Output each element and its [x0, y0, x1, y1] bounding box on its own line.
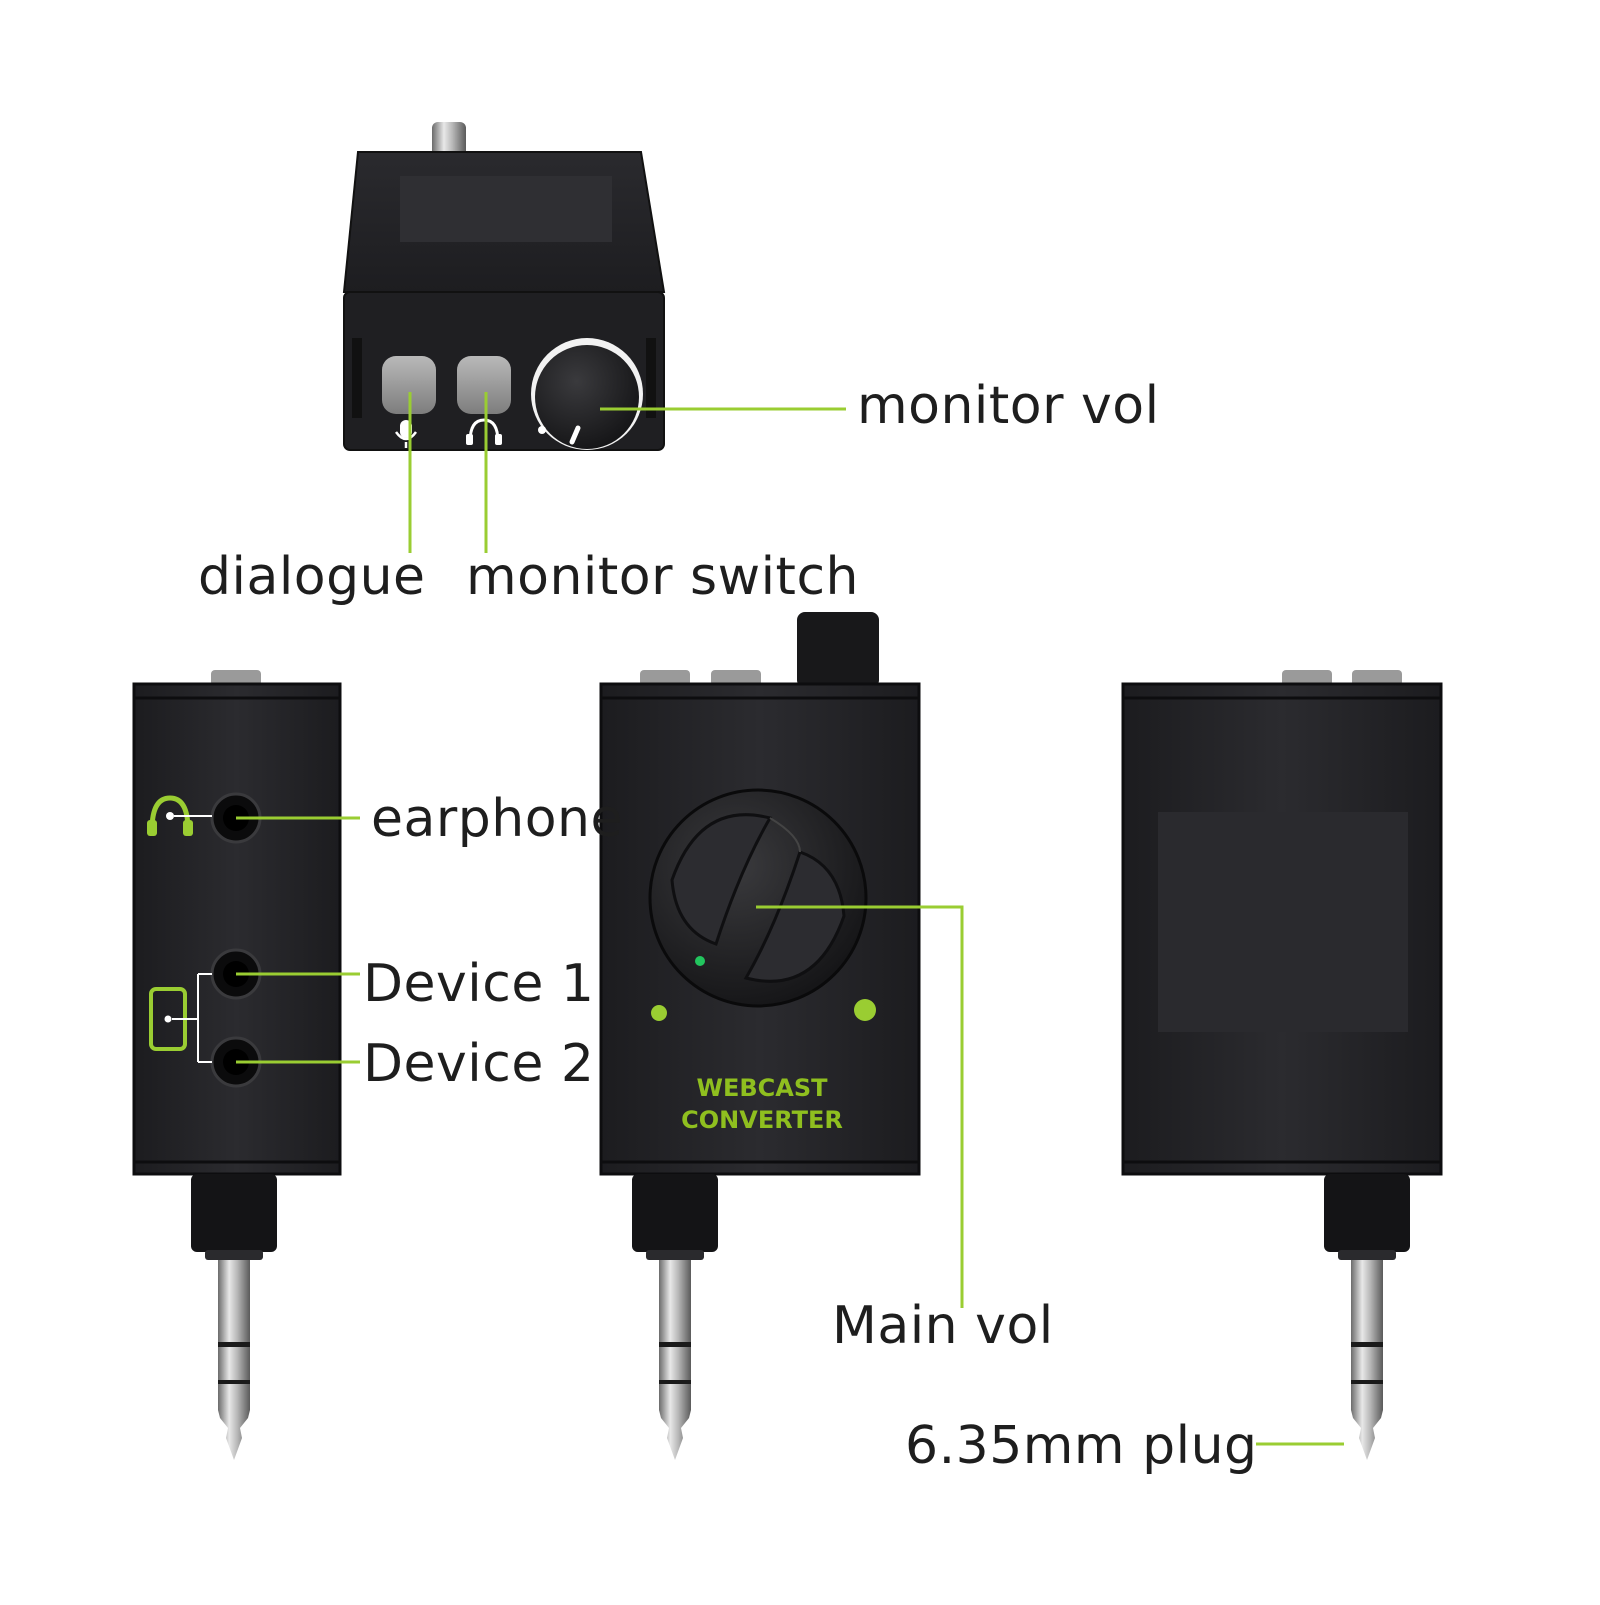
dialogue-button[interactable] — [382, 356, 436, 414]
power-led — [695, 956, 705, 966]
min-indicator-dot — [651, 1005, 667, 1021]
top-view-device — [342, 122, 666, 451]
callout-main-vol — [756, 905, 964, 1308]
label-device-1: Device 1 — [363, 954, 595, 1014]
front-view-plug — [632, 1174, 718, 1460]
label-main-vol: Main vol — [832, 1296, 1054, 1356]
label-device-2: Device 2 — [363, 1034, 595, 1094]
side-view-top-button — [211, 670, 261, 686]
label-monitor-vol: monitor vol — [857, 376, 1160, 436]
back-view-top-button-2 — [1352, 670, 1402, 686]
phone-device-icon — [149, 973, 212, 1063]
side-view-body — [132, 682, 342, 1176]
back-view-top-button-1 — [1282, 670, 1332, 686]
back-view-device — [1121, 670, 1443, 1460]
max-indicator-dot — [854, 999, 876, 1021]
back-view-panel — [1158, 812, 1408, 1032]
label-earphone: earphone — [371, 789, 623, 849]
brand-line-1: WEBCAST — [696, 1074, 828, 1102]
side-view-plug — [191, 1174, 277, 1460]
top-view-side-groove-left — [352, 338, 362, 418]
top-view-plug — [432, 122, 466, 158]
label-plug: 6.35mm plug — [905, 1416, 1258, 1476]
brand-line-2: CONVERTER — [681, 1106, 843, 1134]
front-view-device: WEBCAST CONVERTER — [599, 612, 921, 1460]
earphone-jack-icon — [147, 795, 212, 836]
top-view-top-panel — [400, 176, 612, 242]
callout-lines — [236, 392, 1344, 1446]
monitor-vol-knob[interactable] — [535, 345, 639, 449]
front-view-top-button-2 — [711, 670, 761, 686]
monitor-vol-indicator — [569, 425, 581, 445]
headphone-icon — [466, 418, 502, 445]
main-vol-knob[interactable] — [648, 788, 868, 1008]
side-view-device — [132, 670, 342, 1460]
back-view-plug — [1324, 1174, 1410, 1460]
front-view-top-knob — [797, 612, 879, 688]
monitor-switch-button[interactable] — [457, 356, 511, 414]
label-monitor-switch: monitor switch — [466, 547, 859, 607]
monitor-vol-dot — [538, 426, 546, 434]
top-view-side-groove-right — [646, 338, 656, 418]
label-dialogue: dialogue — [198, 547, 426, 607]
front-view-top-button-1 — [640, 670, 690, 686]
